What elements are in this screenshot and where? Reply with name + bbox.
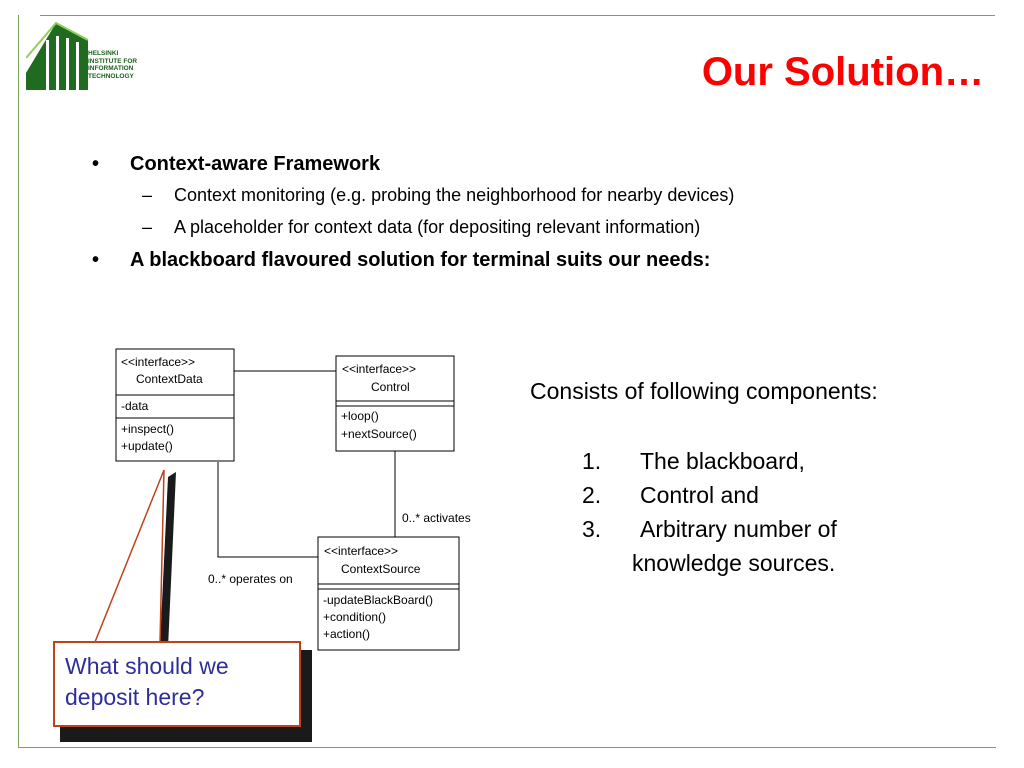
component-text: knowledge sources. [632,550,836,576]
stereotype-label: <<interface>> [324,544,398,558]
spacer [530,414,990,444]
component-item: 2. Control and [530,478,990,512]
hiit-logo-icon [26,21,89,90]
logo-line: INSTITUTE FOR [88,57,138,65]
frame-left-line [18,15,19,747]
stereotype-label: <<interface>> [342,362,416,376]
bullet-text: A blackboard flavoured solution for term… [130,249,711,271]
components-heading: Consists of following components: [530,378,878,404]
bullet-text: Context-aware Framework [130,153,381,175]
components-panel: Consists of following components: 1. The… [530,374,990,580]
component-item: 1. The blackboard, [530,444,990,478]
operation: +loop() [341,409,379,423]
class-context-source: <<interface>> ContextSource -updateBlack… [317,536,460,651]
frame-bottom-line [18,747,996,748]
class-name: Control [371,380,410,394]
label-activates: 0..* activates [402,511,471,525]
bullet-dot: • [92,153,100,175]
component-text: The blackboard, [640,448,805,474]
class-control: <<interface>> Control +loop() +nextSourc… [335,355,455,452]
operation: -updateBlackBoard() [323,593,433,607]
sub-bullet-text: Context monitoring (e.g. probing the nei… [174,185,735,205]
sub-bullet-dash: – [142,217,153,237]
callout-line: What should we [65,653,229,679]
component-number: 3. [582,516,602,542]
component-item: 3. Arbitrary number of [530,512,990,546]
frame-top-line [40,15,995,16]
logo-text: HELSINKI INSTITUTE FOR INFORMATION TECHN… [88,50,158,80]
bullet-dot: • [92,249,100,271]
attribute: -data [121,399,149,413]
connector-data-source [217,462,318,558]
bullet-item: • A blackboard flavoured solution for te… [92,246,992,276]
sub-bullet-text: A placeholder for context data (for depo… [174,217,701,237]
logo-line: TECHNOLOGY [88,72,134,80]
callout-box: What should we deposit here? [53,641,301,727]
class-context-data: <<interface>> ContextData -data +inspect… [115,348,235,462]
sub-bullet-dash: – [142,185,153,205]
component-text: Control and [640,482,759,508]
sub-bullet-item: – A placeholder for context data (for de… [92,212,992,244]
component-number: 2. [582,482,602,508]
operation: +action() [323,627,370,641]
component-item-continuation: knowledge sources. [530,546,990,580]
sub-bullet-item: – Context monitoring (e.g. probing the n… [92,180,992,212]
component-number: 1. [582,448,602,474]
logo-line: INFORMATION [88,65,134,72]
class-name: ContextData [136,372,203,386]
operation: +nextSource() [341,427,417,441]
bullet-list: • Context-aware Framework – Context moni… [92,150,992,276]
slide-title: Our Solution… [701,50,984,94]
operation: +update() [121,439,173,453]
logo-line: HELSINKI [88,50,119,57]
label-operates-on: 0..* operates on [208,572,293,586]
callout-pointer [93,469,165,643]
operation: +condition() [323,610,386,624]
shadow-band [160,472,176,648]
operation: +inspect() [121,422,174,436]
class-name: ContextSource [341,562,421,576]
stereotype-label: <<interface>> [121,355,195,369]
component-text: Arbitrary number of [640,516,837,542]
callout-line: deposit here? [65,684,205,710]
bullet-item: • Context-aware Framework [92,150,992,180]
